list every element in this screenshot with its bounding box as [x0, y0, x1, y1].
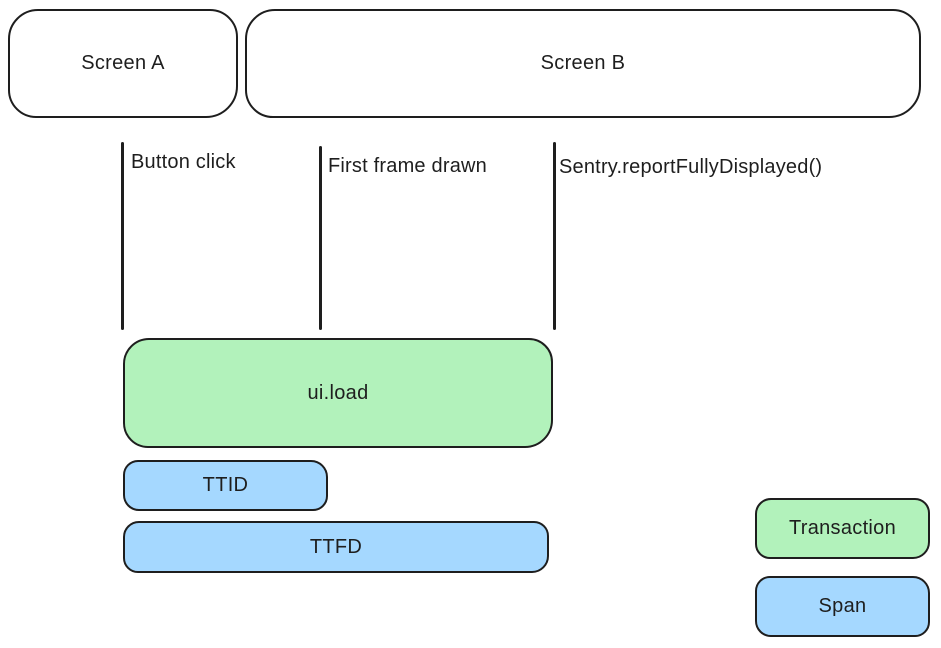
event-line-first-frame-drawn: [319, 146, 322, 330]
event-label-button-click: Button click: [131, 151, 236, 173]
transaction-bar-ui-load-label: ui.load: [307, 381, 369, 404]
event-line-button-click: [121, 142, 124, 330]
span-bar-ttid-label: TTID: [202, 474, 249, 496]
event-line-report-fully-displayed: [553, 142, 556, 330]
event-label-first-frame-drawn: First frame drawn: [328, 155, 487, 177]
transaction-bar-ui-load: ui.load: [123, 338, 553, 448]
legend-span-label: Span: [818, 595, 867, 617]
screen-b-box: Screen B: [245, 9, 921, 118]
legend-transaction-box: Transaction: [755, 498, 930, 559]
screen-b-label: Screen B: [540, 52, 626, 74]
span-bar-ttfd: TTFD: [123, 521, 549, 573]
event-label-report-fully-displayed: Sentry.reportFullyDisplayed(): [559, 156, 823, 178]
span-bar-ttid: TTID: [123, 460, 328, 511]
span-bar-ttfd-label: TTFD: [309, 535, 363, 558]
legend-span-box: Span: [755, 576, 930, 637]
screen-a-box: Screen A: [8, 9, 238, 118]
screen-a-label: Screen A: [81, 52, 165, 74]
legend-transaction-label: Transaction: [788, 517, 897, 539]
